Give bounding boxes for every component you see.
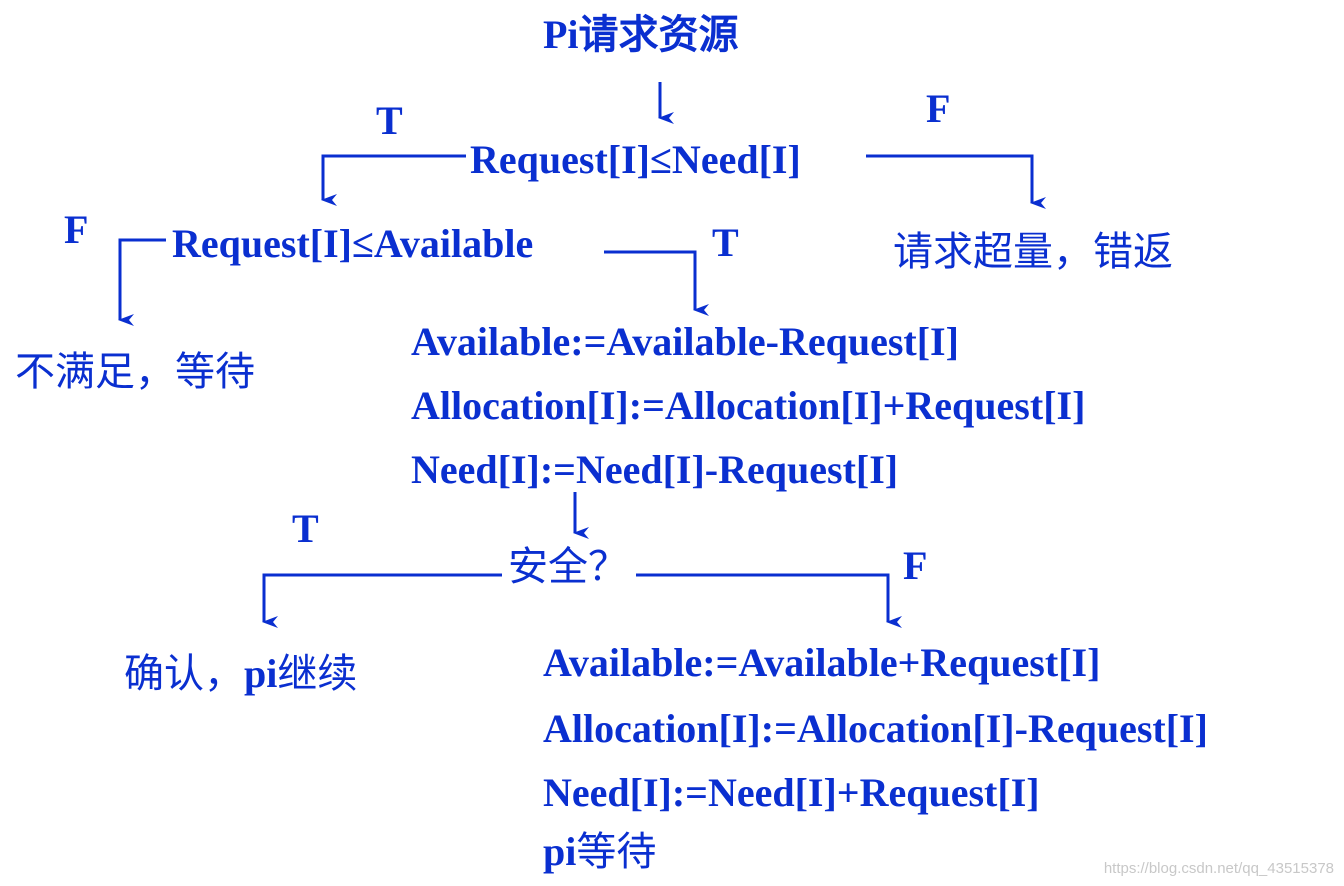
final-wait: pi等待	[543, 829, 657, 875]
alloc-line-2: Allocation[I]:=Allocation[I]+Request[I]	[411, 383, 1086, 428]
confirm-suffix: 继续	[277, 651, 358, 697]
label-safe-false: F	[903, 543, 928, 588]
final-pi: pi	[543, 829, 577, 874]
alloc-line-3: Need[I]:=Need[I]-Request[I]	[411, 447, 899, 492]
condition-available: Request[I]≤Available	[172, 221, 534, 266]
start-text: Pi请求资源	[543, 12, 739, 57]
final-suffix: 等待	[576, 829, 657, 875]
rollback-line-3: Need[I]:=Need[I]+Request[I]	[543, 770, 1040, 815]
start-node: Pi请求资源	[543, 15, 739, 55]
label-cond1-false: F	[926, 86, 951, 131]
arrow-safe-false	[636, 573, 902, 628]
error-node: 请求超量，错返	[893, 229, 1173, 275]
label-safe-true: T	[292, 506, 319, 551]
rollback-line-1: Available:=Available+Request[I]	[543, 640, 1101, 685]
watermark: https://blog.csdn.net/qq_43515378	[1103, 860, 1334, 877]
safety-check: 安全？	[508, 544, 628, 590]
label-cond2-false: F	[64, 207, 89, 252]
confirm-node: 确认，pi继续	[124, 651, 358, 697]
arrow-cond2-false	[118, 238, 166, 326]
arrow-cond2-true	[604, 250, 709, 316]
rollback-line-2: Allocation[I]:=Allocation[I]-Request[I]	[543, 706, 1208, 751]
arrow-safe-true	[262, 573, 502, 628]
label-cond2-true: T	[712, 220, 739, 265]
confirm-prefix: 确认，	[124, 651, 244, 697]
arrow-cond1-true	[321, 154, 466, 206]
confirm-pi: pi	[244, 651, 278, 696]
wait-node: 不满足，等待	[15, 349, 255, 395]
label-cond1-true: T	[376, 98, 403, 143]
condition-need: Request[I]≤Need[I]	[470, 137, 801, 182]
alloc-line-1: Available:=Available-Request[I]	[411, 319, 959, 364]
arrow-cond1-false	[866, 154, 1046, 209]
